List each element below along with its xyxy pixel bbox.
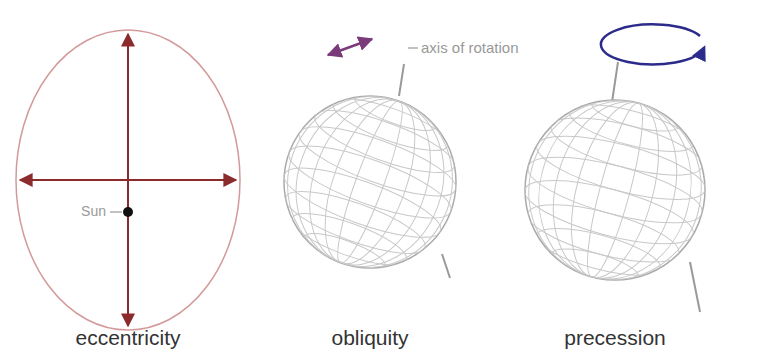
globe-obliquity	[260, 39, 480, 292]
axis-label: axis of rotation	[421, 40, 519, 57]
globe-precession	[505, 24, 725, 312]
orbit-ellipse	[16, 30, 240, 330]
caption-obliquity: obliquity	[331, 326, 408, 349]
caption-eccentricity: eccentricity	[75, 326, 180, 349]
caption-precession: precession	[564, 326, 666, 349]
sun-label: Sun	[81, 204, 106, 219]
